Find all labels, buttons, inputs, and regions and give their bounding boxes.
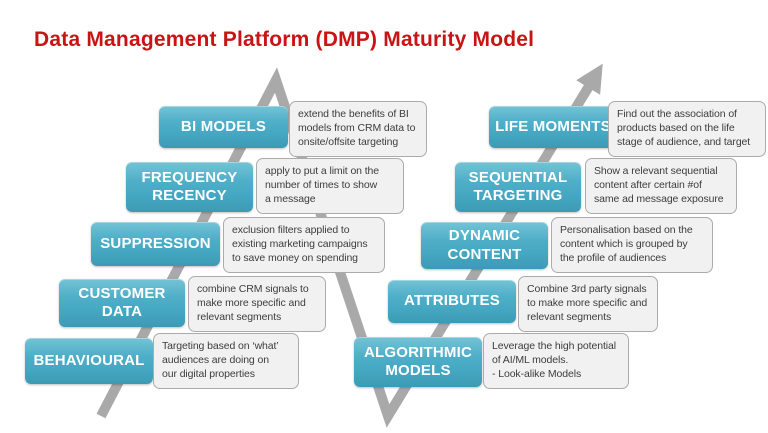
maturity-step-attributes-description: Combine 3rd party signals to make more s… bbox=[518, 276, 658, 332]
maturity-step-life-moments: LIFE MOMENTS bbox=[489, 106, 617, 148]
maturity-step-frequency-recency-description: apply to put a limit on the number of ti… bbox=[256, 158, 404, 214]
maturity-step-suppression: SUPPRESSION bbox=[91, 222, 220, 266]
maturity-step-customer-data-description: combine CRM signals to make more specifi… bbox=[188, 276, 326, 332]
maturity-step-bi-models-description: extend the benefits of BI models from CR… bbox=[289, 101, 427, 157]
maturity-step-sequential-targeting-description: Show a relevant sequential content after… bbox=[585, 158, 737, 214]
maturity-step-bi-models: BI MODELS bbox=[159, 106, 288, 148]
slide-title: Data Management Platform (DMP) Maturity … bbox=[34, 28, 535, 51]
maturity-step-life-moments-description: Find out the association of products bas… bbox=[608, 101, 766, 157]
maturity-step-behavioural: BEHAVIOURAL bbox=[25, 338, 153, 384]
maturity-step-sequential-targeting: SEQUENTIAL TARGETING bbox=[455, 162, 581, 212]
maturity-step-algorithmic-models: ALGORITHMIC MODELS bbox=[354, 337, 482, 387]
maturity-step-frequency-recency: FREQUENCY RECENCY bbox=[126, 162, 253, 212]
maturity-step-algorithmic-models-description: Leverage the high potential of AI/ML mod… bbox=[483, 333, 629, 389]
maturity-step-dynamic-content-description: Personalisation based on the content whi… bbox=[551, 217, 713, 273]
maturity-step-suppression-description: exclusion filters applied to existing ma… bbox=[223, 217, 385, 273]
maturity-step-customer-data: CUSTOMER DATA bbox=[59, 279, 185, 327]
maturity-step-dynamic-content: DYNAMIC CONTENT bbox=[421, 222, 548, 269]
maturity-step-behavioural-description: Targeting based on ‘what’ audiences are … bbox=[153, 333, 299, 389]
maturity-step-attributes: ATTRIBUTES bbox=[388, 280, 516, 323]
